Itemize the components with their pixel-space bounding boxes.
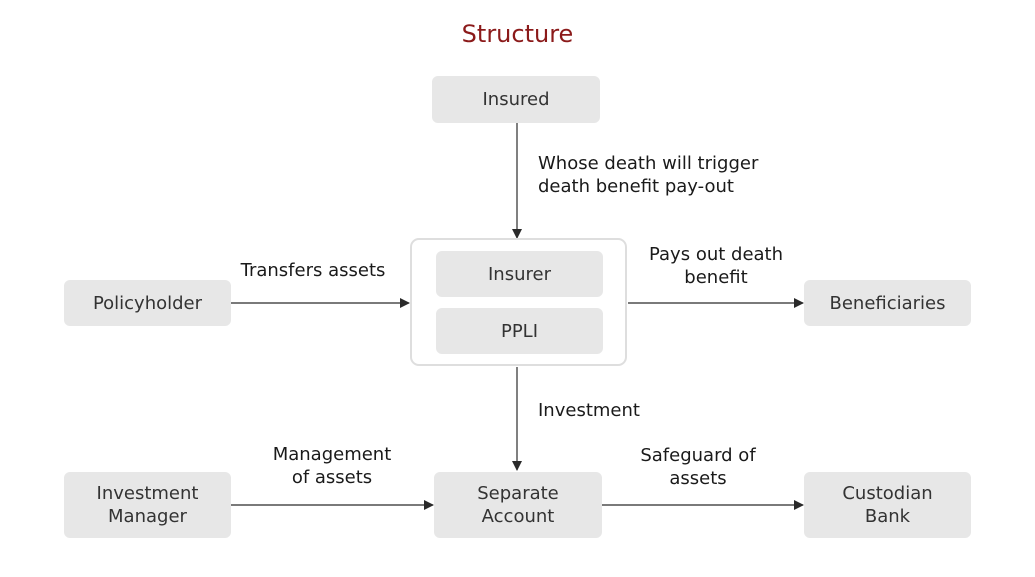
- node-custodian-bank: Custodian Bank: [804, 472, 971, 538]
- edge-label-manager-to-separate-account-line-2: of assets: [291, 467, 373, 488]
- node-separate-account-line-1: Separate: [477, 483, 559, 504]
- node-insured: Insured: [432, 76, 600, 123]
- node-separate-account-line-2: Account: [481, 506, 555, 527]
- node-investment-manager-line-1: Investment: [96, 483, 199, 504]
- edge-label-insured-to-insurer-line-2: death benefit pay-out: [538, 176, 734, 197]
- node-insurer-label: Insurer: [488, 263, 551, 285]
- edge-label-separate-account-to-custodian: Safeguard of assets: [632, 444, 764, 490]
- edge-label-separate-account-to-custodian-line-1: Safeguard of: [640, 445, 756, 466]
- node-policyholder-label: Policyholder: [92, 292, 203, 314]
- edge-label-insurer-to-separate-account: Investment: [538, 399, 640, 422]
- node-custodian-bank-line-1: Custodian: [842, 483, 933, 504]
- node-ppli-label: PPLI: [500, 320, 539, 342]
- edge-label-manager-to-separate-account: Management of assets: [262, 443, 402, 489]
- edge-label-insured-to-insurer: Whose death will trigger death benefit p…: [538, 152, 758, 198]
- edge-label-insurer-to-beneficiaries: Pays out death benefit: [640, 243, 792, 289]
- edge-label-insurer-to-beneficiaries-line-1: Pays out death: [648, 244, 784, 265]
- edge-label-separate-account-to-custodian-line-2: assets: [669, 468, 727, 489]
- edge-label-policyholder-to-insurer: Transfers assets: [239, 259, 387, 282]
- node-ppli: PPLI: [436, 308, 603, 354]
- node-separate-account: Separate Account: [434, 472, 602, 538]
- node-investment-manager-line-2: Manager: [108, 506, 187, 527]
- node-policyholder: Policyholder: [64, 280, 231, 326]
- node-insured-label: Insured: [482, 89, 550, 110]
- node-beneficiaries: Beneficiaries: [804, 280, 971, 326]
- node-custodian-bank-line-2: Bank: [864, 506, 911, 527]
- edge-label-insured-to-insurer-line-1: Whose death will trigger: [538, 153, 759, 174]
- edge-label-manager-to-separate-account-line-1: Management: [272, 444, 392, 465]
- node-beneficiaries-label: Beneficiaries: [829, 292, 946, 314]
- edge-label-policyholder-to-insurer-line-1: Transfers assets: [240, 260, 386, 281]
- node-investment-manager: Investment Manager: [64, 472, 231, 538]
- node-insurer: Insurer: [436, 251, 603, 297]
- edge-label-insurer-to-separate-account-line-1: Investment: [538, 400, 640, 421]
- diagram-title: Structure: [461, 20, 574, 48]
- edge-label-insurer-to-beneficiaries-line-2: benefit: [684, 267, 748, 288]
